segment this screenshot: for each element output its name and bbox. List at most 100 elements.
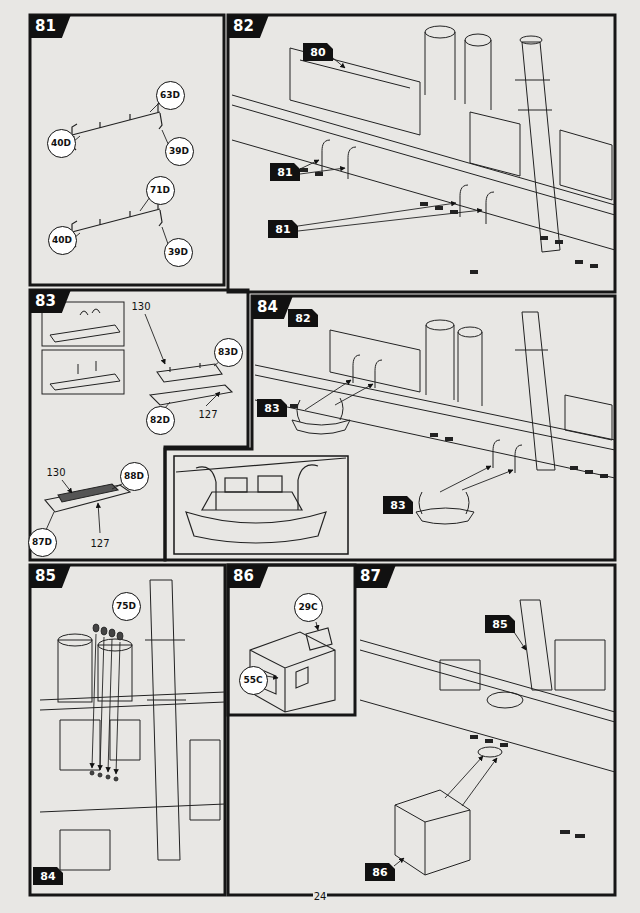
panel-frame (228, 565, 355, 715)
leader-arrow (62, 480, 72, 493)
small-part (90, 771, 94, 775)
panel-frame (228, 15, 615, 292)
subassembly-tab: 80 (303, 43, 333, 61)
ship-drawing (322, 140, 356, 179)
panel-frame (30, 565, 225, 895)
paint-number: 130 (45, 467, 66, 478)
superstructure-drawing (58, 640, 92, 702)
davit-part (72, 209, 160, 232)
panel-frame (228, 565, 615, 895)
detail-inset (42, 350, 124, 394)
part-callout: 83D (214, 338, 243, 367)
porthole (445, 437, 453, 441)
part-number: 71D (150, 185, 170, 196)
box-part (262, 667, 308, 694)
subassembly-tab: 86 (365, 863, 395, 881)
small-part (117, 632, 123, 640)
ship-drawing (487, 692, 523, 708)
part-callout: 75D (112, 592, 141, 621)
part-callout: 40D (48, 226, 77, 255)
part-number: 40D (51, 138, 71, 149)
boat-part (150, 385, 232, 405)
step-number: 83 (30, 290, 71, 313)
subassembly-tab: 82 (288, 309, 318, 327)
part-callout: 87D (28, 528, 57, 557)
boat-part (45, 485, 130, 512)
leader-arrow (394, 858, 404, 866)
leader-arrow (305, 380, 351, 410)
leader-arrow (108, 639, 112, 772)
ship-drawing (458, 332, 482, 406)
leader-arrow (445, 756, 483, 798)
subassembly-tab: 83 (383, 496, 413, 514)
davit-part (72, 102, 163, 247)
davit-part (72, 113, 162, 150)
page-number: 24 (313, 891, 328, 902)
ship-drawing (360, 640, 615, 772)
porthole (555, 240, 563, 244)
ship-drawing (465, 34, 491, 46)
ship-drawing (440, 660, 480, 690)
ship-drawing (555, 640, 605, 690)
ship-drawing (458, 327, 482, 337)
superstructure-drawing (40, 692, 225, 812)
part-number: 87D (32, 537, 52, 548)
ship-drawing (416, 508, 474, 524)
porthole (300, 168, 598, 274)
leader-arrow (116, 642, 120, 774)
leader-line (46, 361, 220, 530)
ship-drawing (478, 747, 502, 757)
step-panel: 858687 (228, 565, 615, 895)
ship-drawing (426, 325, 454, 400)
subassembly-number: 81 (277, 166, 292, 179)
panel-frame (174, 456, 348, 554)
ship-drawing (465, 40, 491, 110)
boat-part (45, 363, 232, 512)
ship-drawing (493, 440, 522, 473)
leader-arrow (300, 160, 319, 169)
step-panel: 80818182 (228, 15, 615, 292)
leader-arrow (440, 466, 491, 492)
part-number: 55C (243, 675, 262, 686)
porthole (500, 743, 508, 747)
subassembly-number: 86 (372, 866, 387, 879)
porthole (575, 260, 583, 264)
part-callout: 29C (294, 593, 323, 622)
porthole (560, 830, 570, 834)
porthole (575, 834, 585, 838)
subassembly-number: 83 (264, 402, 279, 415)
leader-arrow (333, 58, 345, 68)
ship-drawing (290, 48, 420, 135)
leader-arrow (462, 758, 497, 806)
boat-detail (176, 458, 346, 543)
part-callout: 39D (164, 238, 193, 267)
part-number: 75D (116, 601, 136, 612)
subassembly-number: 80 (310, 46, 325, 59)
porthole (470, 735, 478, 739)
subassembly-tab: 81 (268, 220, 298, 238)
ship-drawing (395, 790, 470, 875)
leader-arrow (298, 210, 482, 231)
ship-drawing (460, 185, 494, 224)
boat-detail (225, 478, 247, 492)
boat-detail (196, 465, 318, 510)
leader-line (46, 512, 54, 530)
leader-arrow (462, 470, 513, 490)
leader-arrow (335, 384, 373, 405)
detail-inset (50, 309, 120, 342)
porthole (420, 202, 428, 206)
step-panel: 29C55C86 (228, 565, 355, 715)
porthole (290, 404, 608, 478)
subassembly-number: 81 (275, 223, 290, 236)
ship-drawing (425, 26, 455, 38)
step-number: 81 (30, 15, 71, 38)
leader-line (73, 102, 169, 244)
part-callout: 55C (239, 666, 268, 695)
ship-drawing (515, 42, 560, 252)
superstructure-drawing (60, 740, 220, 870)
ship-drawing (255, 312, 615, 524)
ship-drawing (520, 36, 542, 44)
small-part (106, 775, 110, 779)
superstructure-drawing (98, 639, 132, 651)
